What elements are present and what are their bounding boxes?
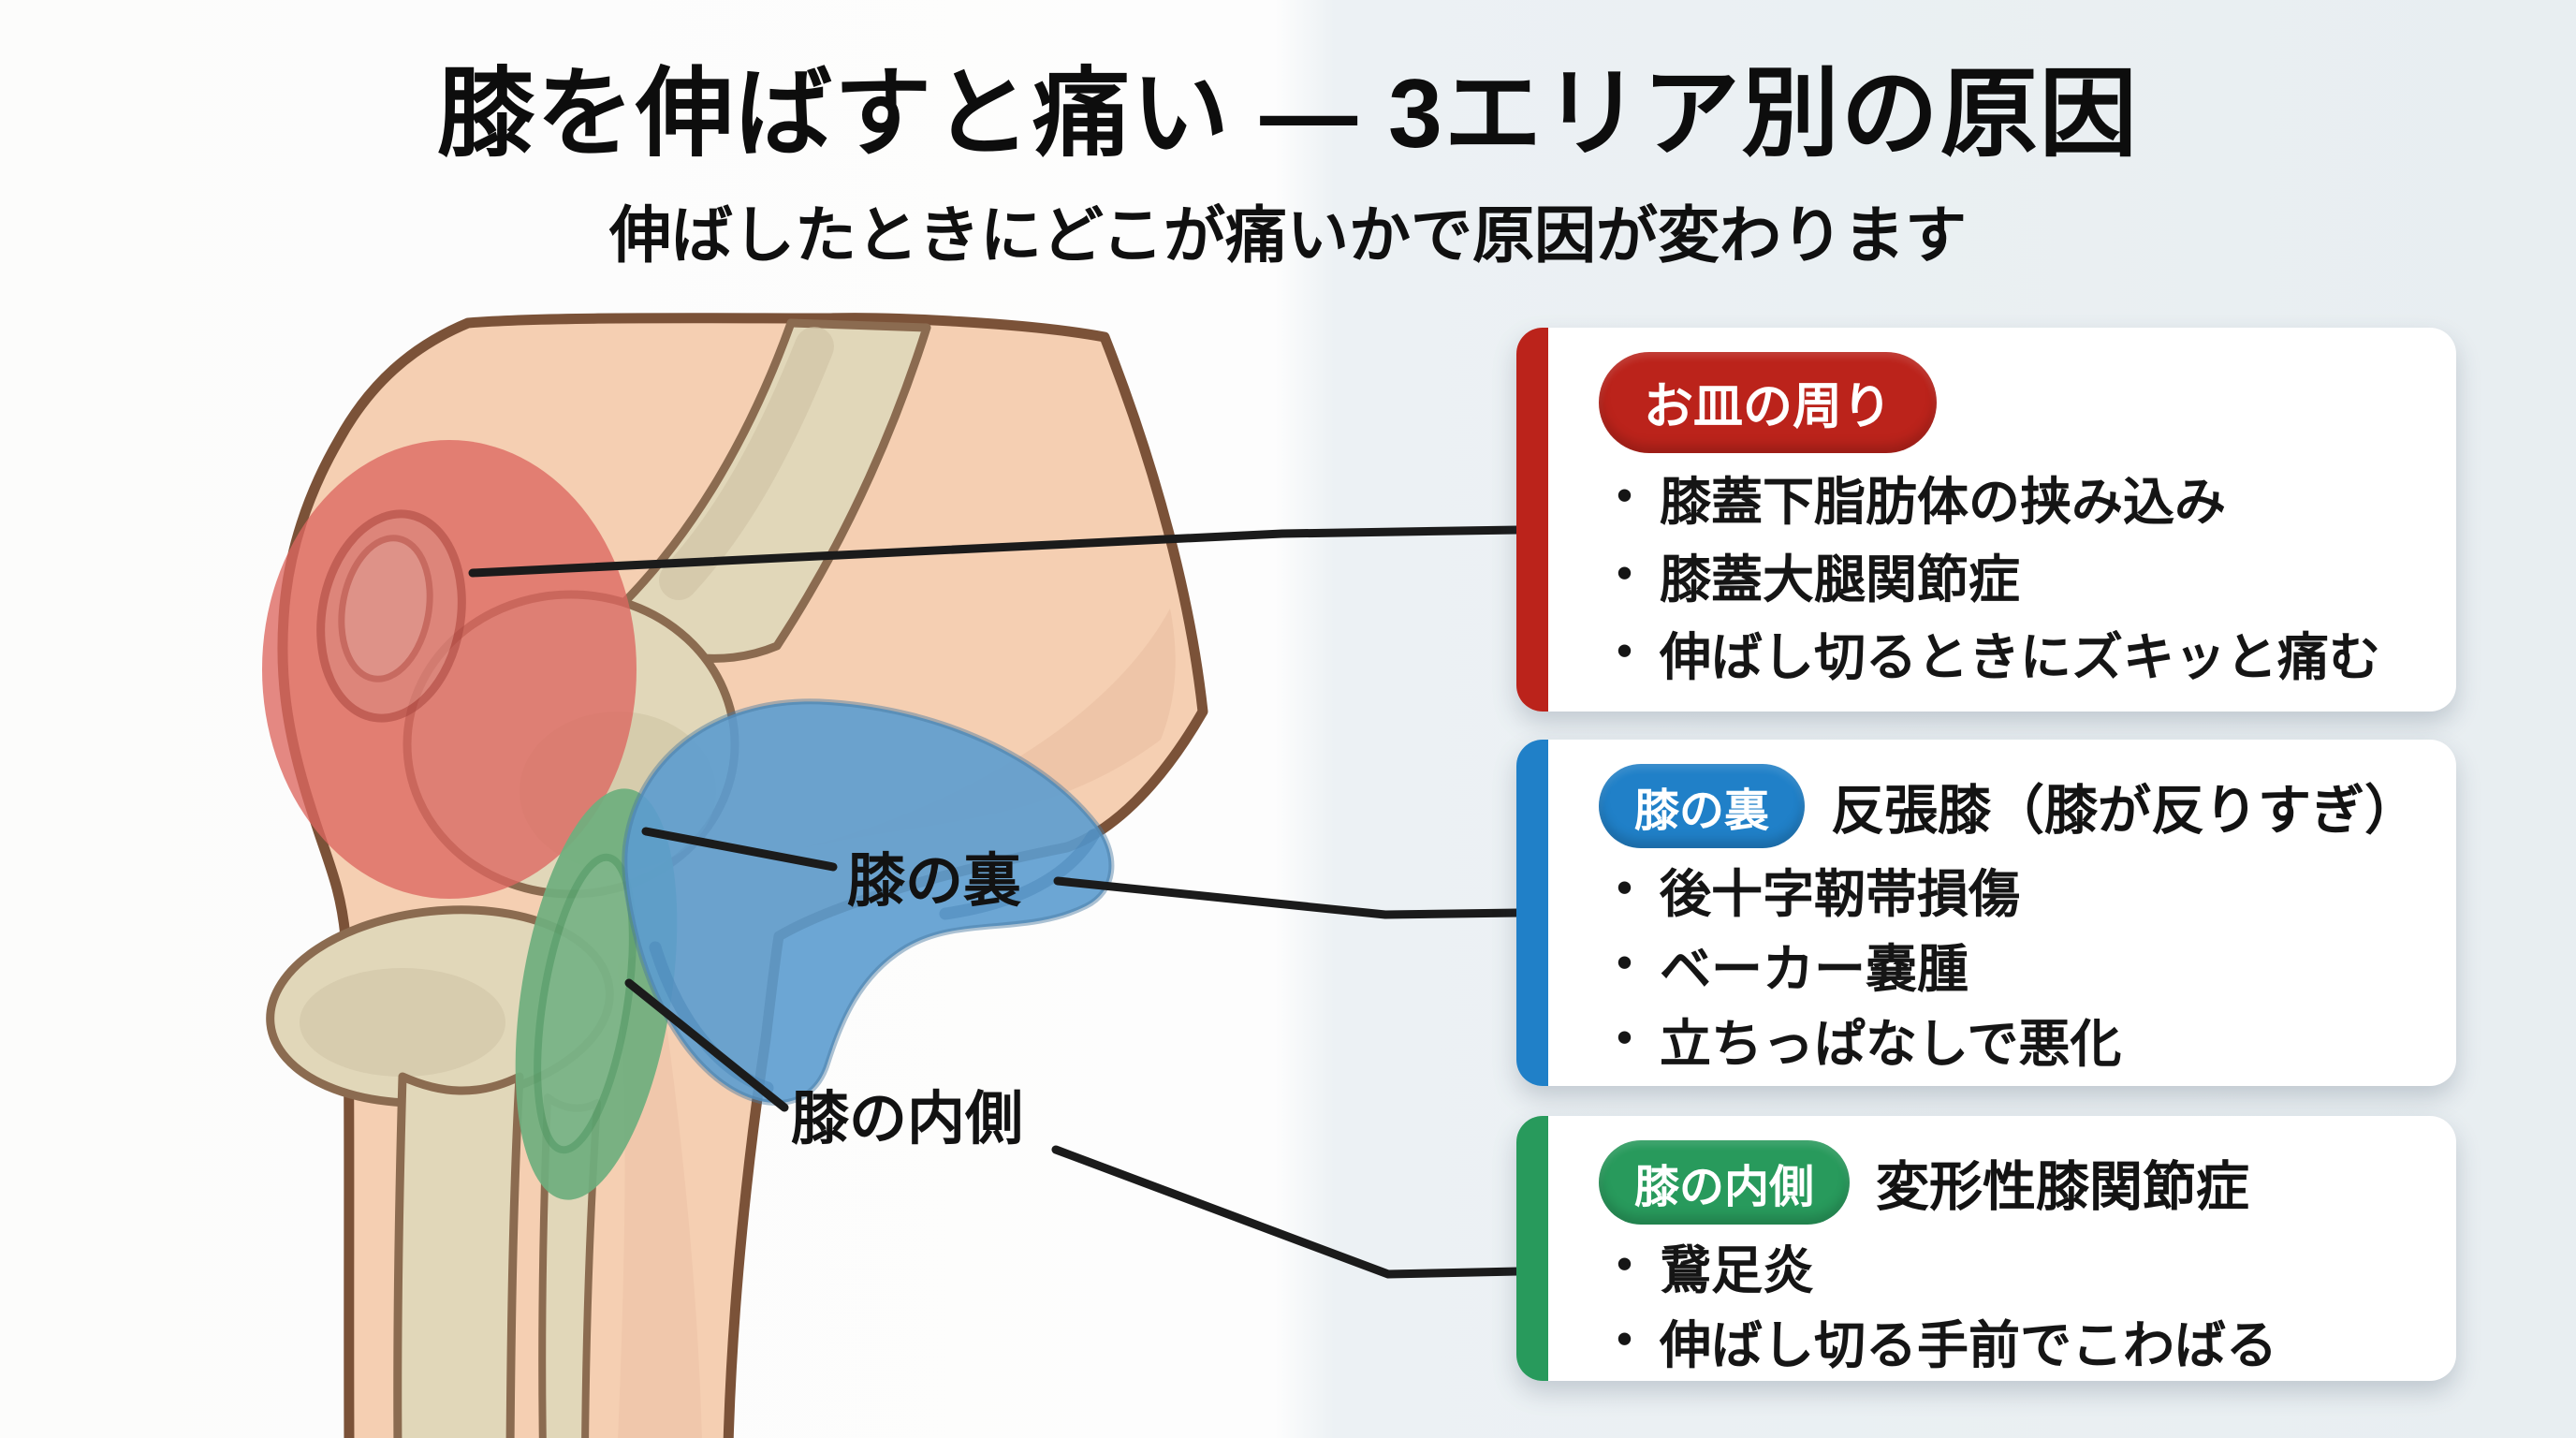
bullet-text: 立ちっぱなしで悪化: [1660, 1015, 2122, 1073]
card-header-row: 膝の裏 反張膝（膝が反りすぎ）: [1599, 764, 2422, 848]
bullet-dot: ・: [1599, 467, 1651, 526]
card-content: 膝の内側 変形性膝関節症 ・ 鵞足炎 ・ 伸ばし切る手前でこわばる: [1548, 1116, 2456, 1381]
bullet-text: 鵞足炎: [1660, 1241, 1815, 1299]
info-card-patella-area: お皿の周り ・ 膝蓋下脂肪体の挟み込み ・ 膝蓋大腿関節症 ・ 伸ばし切るときに…: [1516, 328, 2456, 712]
knee-back-pain-region: [622, 698, 1115, 1107]
bullet-dot: ・: [1599, 859, 1651, 918]
card-header-row: お皿の周り: [1599, 352, 2422, 453]
bullet-text: 膝蓋下脂肪体の挟み込み: [1660, 473, 2227, 531]
page-title: 膝を伸ばすと痛い ― 3エリア別の原因: [437, 60, 2139, 169]
bullet-text: 後十字靭帯損傷: [1660, 865, 2021, 923]
femur-shading: [659, 327, 834, 600]
card-content: お皿の周り ・ 膝蓋下脂肪体の挟み込み ・ 膝蓋大腿関節症 ・ 伸ばし切るときに…: [1548, 328, 2456, 712]
card-heading: 反張膝（膝が反りすぎ）: [1831, 781, 2419, 841]
label-knee-back: 膝の裏: [847, 849, 1021, 914]
knee-back-region-shade-top: [939, 829, 1100, 920]
leader-line-patella: [468, 525, 1523, 578]
bullet-item: ・ 伸ばし切るときにズキッと痛む: [1599, 615, 2422, 690]
bullet-text: ベーカー嚢腫: [1660, 940, 1969, 998]
leader-line-back-b: [1053, 876, 1523, 919]
info-card-knee-inner: 膝の内側 変形性膝関節症 ・ 鵞足炎 ・ 伸ばし切る手前でこわばる: [1516, 1116, 2456, 1381]
bullet-text: 膝蓋大腿関節症: [1660, 550, 2021, 609]
bullet-dot: ・: [1599, 623, 1651, 682]
bullet-item: ・ 後十字靭帯損傷: [1599, 852, 2422, 927]
bullet-list: ・ 鵞足炎 ・ 伸ばし切る手前でこわばる: [1599, 1228, 2422, 1378]
page-subtitle: 伸ばしたときにどこが痛いかで原因が変わります: [608, 200, 1968, 270]
badge-knee-inner: 膝の内側: [1599, 1140, 1851, 1225]
card-content: 膝の裏 反張膝（膝が反りすぎ） ・ 後十字靭帯損傷 ・ ベーカー嚢腫 ・ 立ちっ…: [1548, 740, 2456, 1086]
bullet-item: ・ 伸ばし切る手前でこわばる: [1599, 1303, 2422, 1378]
tibia-shaft-shape: [393, 1072, 524, 1438]
bullet-dot: ・: [1599, 545, 1651, 604]
label-knee-inner: 膝の内側: [791, 1087, 1023, 1152]
bullet-item: ・ 膝蓋大腿関節症: [1599, 537, 2422, 612]
card-accent-bar: [1516, 328, 1548, 712]
bullet-text: 伸ばし切るときにズキッと痛む: [1660, 628, 2381, 686]
info-card-knee-back: 膝の裏 反張膝（膝が反りすぎ） ・ 後十字靭帯損傷 ・ ベーカー嚢腫 ・ 立ちっ…: [1516, 740, 2456, 1086]
bullet-text: 伸ばし切る手前でこわばる: [1660, 1316, 2278, 1374]
tibia-head-shading: [300, 968, 505, 1077]
leader-line-inner-b: [1051, 1145, 1523, 1279]
card-header-row: 膝の内側 変形性膝関節症: [1599, 1140, 2422, 1225]
bullet-item: ・ 膝蓋下脂肪体の挟み込み: [1599, 460, 2422, 535]
bullet-list: ・ 膝蓋下脂肪体の挟み込み ・ 膝蓋大腿関節症 ・ 伸ばし切るときにズキッと痛む: [1599, 457, 2422, 693]
bullet-dot: ・: [1599, 934, 1651, 993]
card-heading: 変形性膝関節症: [1876, 1157, 2250, 1217]
leader-line-inner-a: [624, 978, 789, 1112]
bullet-dot: ・: [1599, 1236, 1651, 1295]
bullet-dot: ・: [1599, 1311, 1651, 1370]
bullet-dot: ・: [1599, 1009, 1651, 1068]
card-accent-bar: [1516, 740, 1548, 1086]
bullet-item: ・ 鵞足炎: [1599, 1228, 2422, 1303]
bullet-item: ・ ベーカー嚢腫: [1599, 927, 2422, 1002]
bullet-item: ・ 立ちっぱなしで悪化: [1599, 1002, 2422, 1077]
card-accent-bar: [1516, 1116, 1548, 1381]
leader-line-back-a: [641, 827, 838, 872]
badge-patella-area: お皿の周り: [1599, 352, 1937, 453]
patella-outline-inner: [338, 535, 433, 682]
bullet-list: ・ 後十字靭帯損傷 ・ ベーカー嚢腫 ・ 立ちっぱなしで悪化: [1599, 852, 2422, 1077]
inner-knee-region-outline: [534, 853, 637, 1154]
badge-knee-back: 膝の裏: [1599, 764, 1806, 848]
